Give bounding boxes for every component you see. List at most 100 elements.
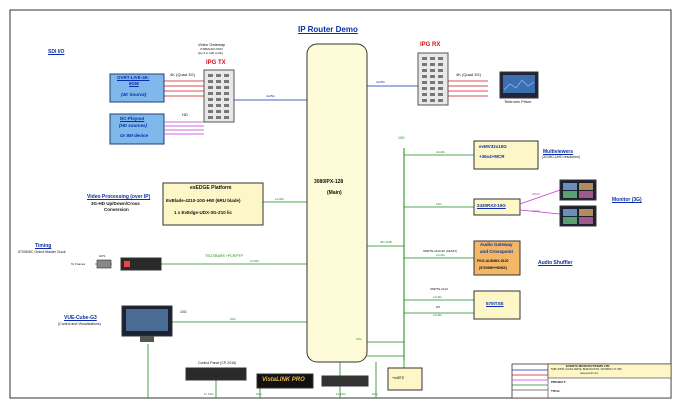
tx-in-label: 4K (Quad 3G) (170, 72, 195, 77)
device-port (422, 57, 427, 60)
tenG-label: 10G (398, 136, 405, 140)
timing-device[interactable] (120, 257, 162, 271)
switch-device[interactable] (321, 375, 369, 387)
evmv-box[interactable] (473, 140, 539, 170)
device-port (224, 98, 229, 101)
device-port (438, 57, 443, 60)
device-port (422, 63, 427, 66)
router-sub: (Main) (327, 190, 342, 196)
exedge-line1: EvBlade-4210-10G-HW (6RU blade) (166, 198, 241, 203)
device-port (216, 116, 221, 119)
vue-sub: (Control and Visualizations) (58, 322, 101, 326)
device-port (422, 87, 427, 90)
tektronix-monitor[interactable] (499, 71, 539, 99)
dc-line3: Or 8M device (120, 133, 149, 138)
device-port (208, 110, 213, 113)
hdmi-links (519, 189, 561, 215)
dc-line1: DC-Playout (120, 116, 145, 121)
device-port (216, 86, 221, 89)
vue-link-label: 10G (180, 310, 187, 314)
device-port (438, 99, 443, 102)
device-port (224, 92, 229, 95)
legend-title: EVERTZ MICROSYSTEMS LTD. (566, 364, 611, 368)
rx-out-label: 4K (Quad 3G) (456, 72, 481, 77)
video-processing-sub: 3G-HD Up/Down/Cross (91, 201, 140, 206)
ptp-label: TSGT/BARS +PCR/PTP (205, 254, 244, 258)
dx-label: DX (436, 305, 441, 309)
ipg-rx-label: IPG RX (420, 42, 441, 48)
device-port (224, 86, 229, 89)
audio-line3: PKG-AUDMIX-5120 (477, 259, 509, 263)
page-title: IP Router Demo (298, 25, 358, 34)
e2430-box[interactable] (473, 198, 521, 216)
multiviewer-monitor-top[interactable] (559, 179, 597, 201)
multiviewers-label: Multiviewers (543, 149, 574, 155)
device-port (216, 80, 221, 83)
e570-label: 570ITXE (486, 301, 504, 306)
vue-label: VUE-Cube-G3 (64, 315, 97, 321)
hdmi-label: HDMI (532, 192, 540, 196)
device-port (430, 99, 435, 102)
rx-to-monitor-links (448, 80, 488, 97)
ten4x-label: 4x10G (436, 150, 445, 154)
router-3080ipx[interactable] (306, 43, 368, 363)
device-port (216, 110, 221, 113)
smpte2110-label: SMPTE 2110 (430, 287, 448, 291)
ten1x-label: 1x10G (436, 253, 445, 257)
page-border (9, 9, 672, 399)
audio-gateway-box[interactable] (473, 240, 521, 276)
device-port (216, 104, 221, 107)
dc-playout-box[interactable] (109, 113, 165, 145)
e570-box[interactable] (473, 290, 521, 320)
ovrt-line2: 8GM (129, 81, 139, 86)
device-port (224, 116, 229, 119)
device-port (438, 93, 443, 96)
device-port (216, 74, 221, 77)
vistalink-device[interactable] (256, 373, 314, 389)
ovrt-box[interactable] (109, 73, 165, 103)
vistalink-label: VistaLINK PRO (262, 377, 305, 383)
bottom-link-1: 1x 10G (204, 392, 214, 396)
device-port (208, 98, 213, 101)
audio-line1: Audio Gateway (480, 242, 513, 247)
router-name: 3080IPX-128 (314, 179, 344, 185)
multiviewer-monitor-bottom[interactable] (559, 205, 597, 227)
rx-link-label: 4x25G (376, 80, 385, 84)
mini-box[interactable] (387, 367, 423, 391)
tenG2-label: 10G (436, 202, 442, 206)
device-port (438, 87, 443, 90)
device-port (422, 99, 427, 102)
gps-device[interactable] (96, 259, 112, 269)
device-port (422, 69, 427, 72)
device-port (208, 80, 213, 83)
device-port (438, 63, 443, 66)
legend-block (511, 363, 672, 399)
audio-line4: (5700MH+HDMX) (479, 266, 507, 270)
gateway-sub1: OXBML3IO-PRO (200, 47, 223, 51)
device-port (224, 74, 229, 77)
tektronix-label: Tektronix Prism (504, 99, 532, 104)
device-port (430, 63, 435, 66)
exedge-title: exEDGE Platform (190, 185, 232, 191)
gateway-title: Video Gateway (198, 42, 226, 47)
device-port (208, 104, 213, 107)
vue-cube-device[interactable] (121, 305, 173, 342)
legend-line2: www.evertz.com (580, 372, 599, 375)
smpte-top-label: SMPTE 2110-30 (AES67) (423, 249, 458, 253)
ovrt-line1: OVRT-LIVE-4K- (117, 75, 150, 80)
video-processing-label: Video Processing (over IP) (87, 194, 151, 200)
control-panel-label: Control Panel (CP-2016) (198, 361, 237, 365)
device-port (208, 74, 213, 77)
ten-exedge-label: 1x10G (275, 197, 284, 201)
exedge-box[interactable] (162, 182, 264, 226)
control-panel-device[interactable] (185, 367, 247, 381)
ipg-tx-device[interactable] (203, 69, 235, 123)
dc-to-tx-links (164, 121, 204, 135)
ipg-rx-device[interactable] (417, 52, 449, 106)
one10-label: 1x10G (433, 295, 442, 299)
device-port (208, 86, 213, 89)
legend-project: PROJECT: (551, 380, 566, 384)
bottom-link-4: 10G (372, 392, 378, 396)
vue-green-label: 10G (230, 317, 236, 321)
evmv-sub: +36x4+MCR (479, 154, 505, 159)
